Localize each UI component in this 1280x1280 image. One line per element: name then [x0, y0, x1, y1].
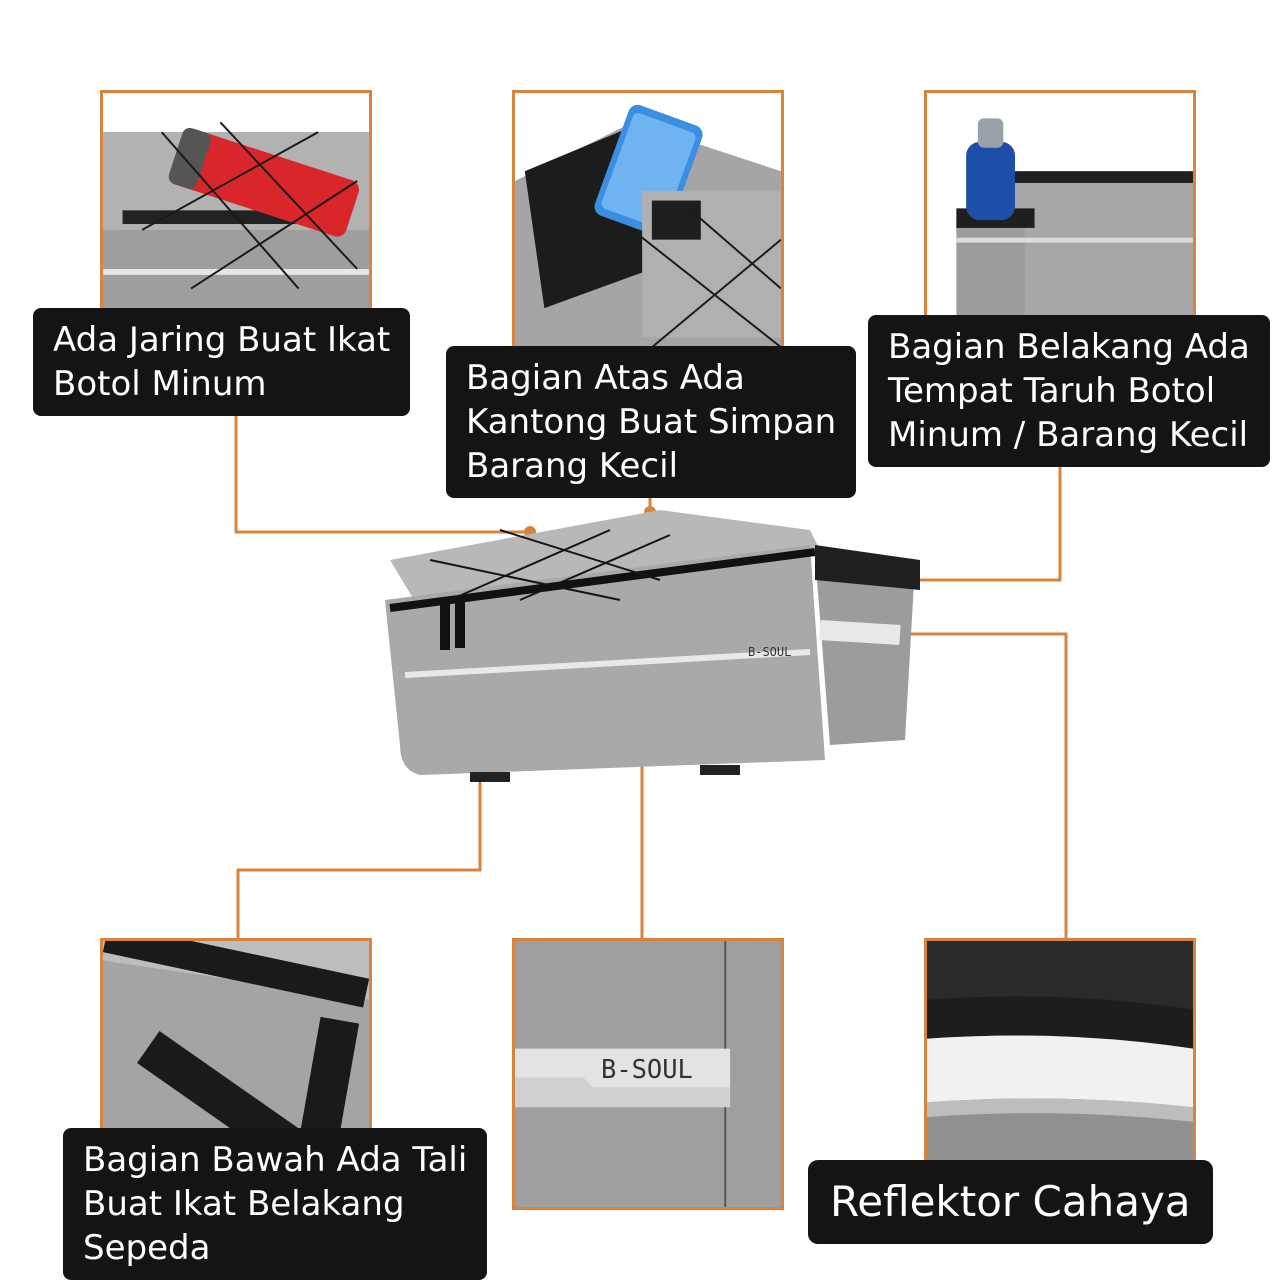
callout-net-line1: Ada Jaring Buat Ikat — [53, 320, 391, 360]
callout-top-line3: Barang Kecil — [466, 446, 679, 486]
photo-brand-closeup: B-SOUL — [512, 938, 784, 1210]
callout-top-line1: Bagian Atas Ada — [466, 358, 745, 398]
callout-bottom-line3: Sepeda — [83, 1228, 211, 1268]
callout-top-line2: Kantong Buat Simpan — [466, 402, 837, 442]
callout-bottom-line2: Buat Ikat Belakang — [83, 1184, 405, 1224]
main-bag-image: B-SOUL — [385, 510, 920, 782]
callout-reflector: Reflektor Cahaya — [808, 1160, 1213, 1244]
callout-net-line2: Botol Minum — [53, 364, 267, 404]
callout-net: Ada Jaring Buat Ikat Botol Minum — [33, 308, 411, 416]
photo-bottom-strap — [100, 938, 372, 1210]
photo-top-pocket — [512, 90, 784, 360]
bag-brand-label: B-SOUL — [748, 645, 791, 659]
callout-bottom-strap: Bagian Bawah Ada Tali Buat Ikat Belakang… — [63, 1128, 488, 1280]
callout-bottom-line1: Bagian Bawah Ada Tali — [83, 1140, 468, 1180]
closeup-brand-label: B-SOUL — [601, 1054, 693, 1084]
callout-reflector-line1: Reflektor Cahaya — [830, 1177, 1191, 1226]
callout-top-pocket: Bagian Atas Ada Kantong Buat Simpan Bara… — [446, 346, 857, 498]
callout-back-line1: Bagian Belakang Ada — [888, 327, 1250, 367]
callout-back-line2: Tempat Taruh Botol — [888, 371, 1216, 411]
callout-back-line3: Minum / Barang Kecil — [888, 415, 1249, 455]
callout-back-pocket: Bagian Belakang Ada Tempat Taruh Botol M… — [868, 315, 1270, 467]
